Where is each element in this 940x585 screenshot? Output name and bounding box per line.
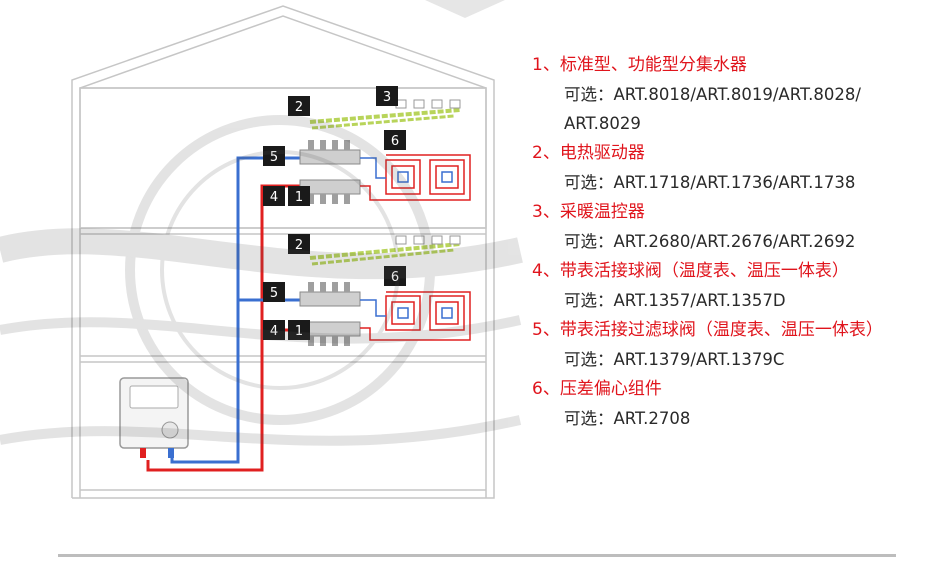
- floor-loops-upper: [360, 154, 471, 201]
- legend-item-title: 4、带表活接球阀（温度表、温压一体表）: [532, 261, 849, 281]
- svg-text:1: 1: [295, 324, 303, 339]
- callout-2-upper: 2: [288, 96, 310, 116]
- svg-text:6: 6: [391, 134, 399, 149]
- callout-5-lower: 5: [263, 282, 285, 302]
- legend-item-options: 可选：ART.2680/ART.2676/ART.2692: [564, 232, 856, 251]
- svg-text:5: 5: [270, 286, 278, 301]
- legend-item: 6、压差偏心组件 可选：ART.2708: [532, 374, 932, 433]
- floor-loops-lower: [360, 291, 471, 341]
- legend-item: 1、标准型、功能型分集水器 可选：ART.8018/ART.8019/ART.8…: [532, 50, 932, 138]
- callout-2-lower: 2: [288, 234, 310, 254]
- legend-item-options: 可选：ART.1357/ART.1357D: [564, 291, 786, 310]
- callout-3-upper: 3: [376, 86, 398, 106]
- legend-item-title: 3、采暖温控器: [532, 202, 645, 222]
- manifold-lower: [299, 235, 461, 346]
- legend-item-options: 可选：ART.2708: [564, 409, 691, 428]
- callout-1-upper: 1: [288, 186, 310, 206]
- legend-item: 2、电热驱动器 可选：ART.1718/ART.1736/ART.1738: [532, 138, 932, 197]
- svg-text:4: 4: [270, 190, 278, 205]
- legend-item-title: 1、标准型、功能型分集水器: [532, 55, 747, 75]
- return-pipe: [170, 298, 300, 464]
- callout-4-upper: 4: [263, 186, 285, 206]
- legend-item: 5、带表活接过滤球阀（温度表、温压一体表） 可选：ART.1379/ART.13…: [532, 315, 932, 374]
- legend-item-title: 6、压差偏心组件: [532, 379, 662, 399]
- legend-item: 3、采暖温控器 可选：ART.2680/ART.2676/ART.2692: [532, 197, 932, 256]
- watermark-stamp: [0, 115, 523, 446]
- boiler: [119, 377, 189, 458]
- callout-4-lower: 4: [263, 320, 285, 340]
- top-notch-decoration: [425, 0, 505, 18]
- callout-6-lower: 6: [384, 266, 406, 286]
- callout-5-upper: 5: [263, 146, 285, 166]
- svg-text:1: 1: [295, 190, 303, 205]
- legend-item-options: 可选：ART.8018/ART.8019/ART.8028/ ART.8029: [564, 85, 861, 133]
- callout-6-upper: 6: [384, 130, 406, 150]
- svg-text:5: 5: [270, 150, 278, 165]
- svg-text:3: 3: [383, 90, 391, 105]
- svg-text:4: 4: [270, 324, 278, 339]
- supply-branch-upper: [260, 184, 300, 330]
- svg-text:6: 6: [391, 270, 399, 285]
- svg-text:2: 2: [295, 100, 303, 115]
- legend-item-title: 2、电热驱动器: [532, 143, 645, 163]
- component-legend: 1、标准型、功能型分集水器 可选：ART.8018/ART.8019/ART.8…: [532, 50, 932, 433]
- legend-item: 4、带表活接球阀（温度表、温压一体表） 可选：ART.1357/ART.1357…: [532, 256, 932, 315]
- bottom-divider: [58, 554, 896, 557]
- legend-item-title: 5、带表活接过滤球阀（温度表、温压一体表）: [532, 320, 883, 340]
- callout-1-lower: 1: [288, 320, 310, 340]
- house-outline: [71, 5, 495, 499]
- svg-text:2: 2: [295, 238, 303, 253]
- return-branch-upper: [236, 156, 300, 300]
- legend-item-options: 可选：ART.1718/ART.1736/ART.1738: [564, 173, 856, 192]
- legend-item-options: 可选：ART.1379/ART.1379C: [564, 350, 785, 369]
